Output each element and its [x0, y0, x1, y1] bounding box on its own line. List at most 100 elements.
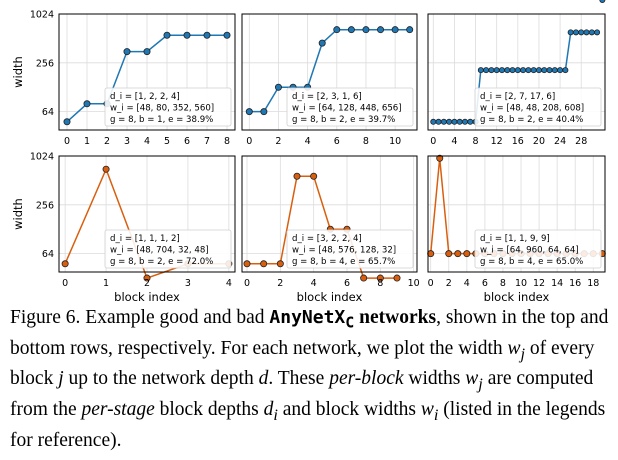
x-tick-label: 2: [446, 278, 452, 289]
data-point: [546, 67, 553, 74]
legend-line: d_i = [3, 2, 2, 4]: [292, 234, 362, 244]
data-point: [530, 67, 537, 74]
x-axis-label: block index: [484, 290, 550, 304]
data-point: [583, 29, 590, 36]
x-tick-label: 4: [451, 136, 457, 147]
legend-box: [286, 87, 414, 127]
data-point: [488, 67, 495, 74]
data-point: [427, 250, 435, 258]
x-tick-label: 2: [104, 136, 110, 147]
legend-box: [104, 229, 232, 269]
y-tick-label: 256: [36, 58, 54, 69]
data-point: [477, 67, 484, 74]
plot-frame: [241, 155, 418, 273]
x-tick-label: 0: [62, 278, 68, 289]
y-tick-label: 1024: [30, 152, 54, 163]
data-point: [203, 31, 211, 39]
x-tick-label: 8: [500, 278, 506, 289]
x-tick-label: 20: [533, 136, 545, 147]
x-tick-label: 12: [491, 136, 503, 147]
x-tick-label: 3: [124, 136, 130, 147]
data-point: [541, 67, 548, 74]
data-point: [163, 31, 171, 39]
legend-line: d_i = [1, 2, 2, 4]: [110, 92, 180, 102]
legend-line: w_i = [48, 576, 128, 32]: [292, 246, 396, 256]
x-tick-label: 0: [246, 136, 252, 147]
legend-line: w_i = [48, 704, 32, 48]: [110, 246, 209, 256]
data-point: [445, 250, 453, 258]
data-point: [245, 108, 253, 116]
x-tick-label: 24: [554, 136, 566, 147]
x-tick-label: 0: [64, 136, 70, 147]
x-tick-label: 7: [204, 136, 210, 147]
data-point: [406, 26, 414, 34]
data-point: [588, 29, 595, 36]
data-point: [310, 172, 318, 180]
data-point: [454, 250, 462, 258]
x-tick-label: 8: [224, 136, 230, 147]
y-tick-label: 64: [42, 107, 54, 118]
y-axis-label: width: [11, 198, 25, 230]
data-point: [391, 26, 399, 34]
legend-line: g = 8, b = 4, e = 65.0%: [480, 257, 583, 267]
data-point: [451, 118, 458, 125]
data-point: [376, 274, 384, 282]
data-point: [599, 0, 606, 3]
data-point: [276, 260, 284, 268]
legend-line: g = 8, b = 2, e = 40.4%: [480, 115, 583, 125]
y-tick-label: 1024: [30, 10, 54, 21]
legend-line: g = 8, b = 1, e = 38.9%: [110, 115, 213, 125]
data-point: [557, 67, 564, 74]
data-point: [498, 67, 505, 74]
x-tick-label: 8: [363, 136, 369, 147]
plot-frame: [58, 155, 236, 273]
figure-caption: Figure 6. Example good and bad AnyNetXC …: [10, 307, 609, 452]
x-tick-label: 6: [184, 136, 190, 147]
x-tick-label: 3: [185, 278, 191, 289]
data-point: [430, 118, 437, 125]
data-point: [567, 29, 574, 36]
data-point: [260, 108, 268, 116]
data-point: [123, 48, 131, 56]
x-tick-label: 0: [244, 278, 250, 289]
x-tick-label: 10: [389, 136, 401, 147]
data-point: [520, 67, 527, 74]
data-point: [463, 250, 471, 258]
legend-line: w_i = [48, 48, 208, 608]: [480, 104, 584, 114]
x-tick-label: 2: [277, 278, 283, 289]
data-point: [274, 83, 282, 91]
x-tick-label: 16: [512, 136, 524, 147]
x-tick-label: 8: [473, 136, 479, 147]
data-point: [514, 67, 521, 74]
x-tick-label: 6: [334, 136, 340, 147]
legend-box: [474, 229, 602, 269]
legend-box: [474, 87, 602, 127]
legend-line: d_i = [2, 7, 17, 6]: [480, 92, 555, 102]
data-point: [393, 274, 401, 282]
y-tick-label: 256: [36, 200, 54, 211]
x-tick-label: 12: [533, 278, 545, 289]
data-point: [223, 31, 231, 39]
data-point: [83, 100, 91, 108]
data-point: [594, 29, 601, 36]
data-point: [377, 26, 385, 34]
x-tick-label: 4: [305, 136, 311, 147]
data-point: [347, 26, 355, 34]
x-tick-label: 0: [430, 136, 436, 147]
legend-line: d_i = [1, 1, 9, 9]: [480, 234, 550, 244]
legend-line: g = 8, b = 2, e = 72.0%: [110, 257, 213, 267]
data-point: [504, 67, 511, 74]
data-point: [183, 31, 191, 39]
x-tick-label: 5: [164, 136, 170, 147]
data-point: [293, 172, 301, 180]
data-point: [461, 118, 468, 125]
data-point: [446, 118, 453, 125]
x-tick-label: 16: [569, 278, 581, 289]
x-tick-label: 4: [464, 278, 470, 289]
x-tick-label: 8: [377, 278, 383, 289]
x-tick-label: 4: [226, 278, 232, 289]
data-point: [493, 67, 500, 74]
